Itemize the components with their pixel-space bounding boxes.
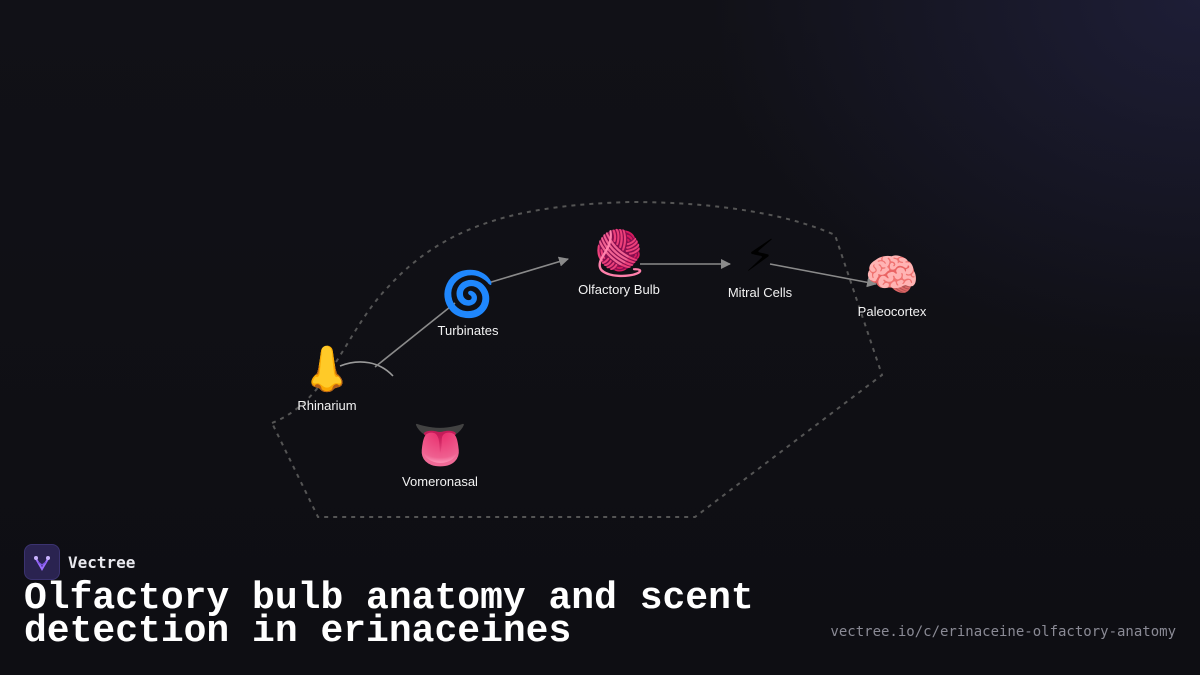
group-boundary: [270, 200, 884, 518]
node-label: Mitral Cells: [727, 285, 793, 300]
edge-mitral-cells-paleocortex: [769, 263, 877, 288]
page-url[interactable]: vectree.io/c/erinaceine-olfactory-anatom…: [830, 624, 1176, 640]
node-turbinates[interactable]: 🌀 Turbinates: [438, 269, 499, 338]
cyclone-icon: 🌀: [440, 269, 496, 320]
node-label: Paleocortex: [857, 304, 927, 319]
tongue-icon: 👅: [412, 420, 468, 471]
node-label: Rhinarium: [297, 398, 357, 413]
lightning-icon: ⚡: [744, 231, 776, 282]
edge-turbinates-olfactory-bulb: [487, 256, 569, 284]
node-mitral-cells[interactable]: ⚡ Mitral Cells: [728, 231, 792, 300]
node-label: Turbinates: [437, 323, 499, 338]
node-label: Olfactory Bulb: [578, 282, 660, 297]
nose-icon: 👃: [299, 344, 355, 395]
yarn-icon: 🧶: [591, 228, 647, 279]
vectree-logo-icon: [24, 544, 60, 580]
node-olfactory-bulb[interactable]: 🧶 Olfactory Bulb: [578, 228, 660, 297]
brain-icon: 🧠: [864, 250, 920, 301]
edge-rhinarium-vomeronasal: [339, 361, 394, 377]
page-title: Olfactory bulb anatomy and scent detecti…: [24, 577, 754, 653]
node-vomeronasal[interactable]: 👅 Vomeronasal: [402, 420, 478, 489]
brand[interactable]: Vectree: [24, 544, 135, 580]
node-paleocortex[interactable]: 🧠 Paleocortex: [858, 250, 927, 319]
edge-rhinarium-turbinates: [374, 302, 456, 368]
brand-name: Vectree: [68, 552, 136, 572]
node-rhinarium[interactable]: 👃 Rhinarium: [297, 344, 356, 413]
node-label: Vomeronasal: [402, 474, 478, 489]
